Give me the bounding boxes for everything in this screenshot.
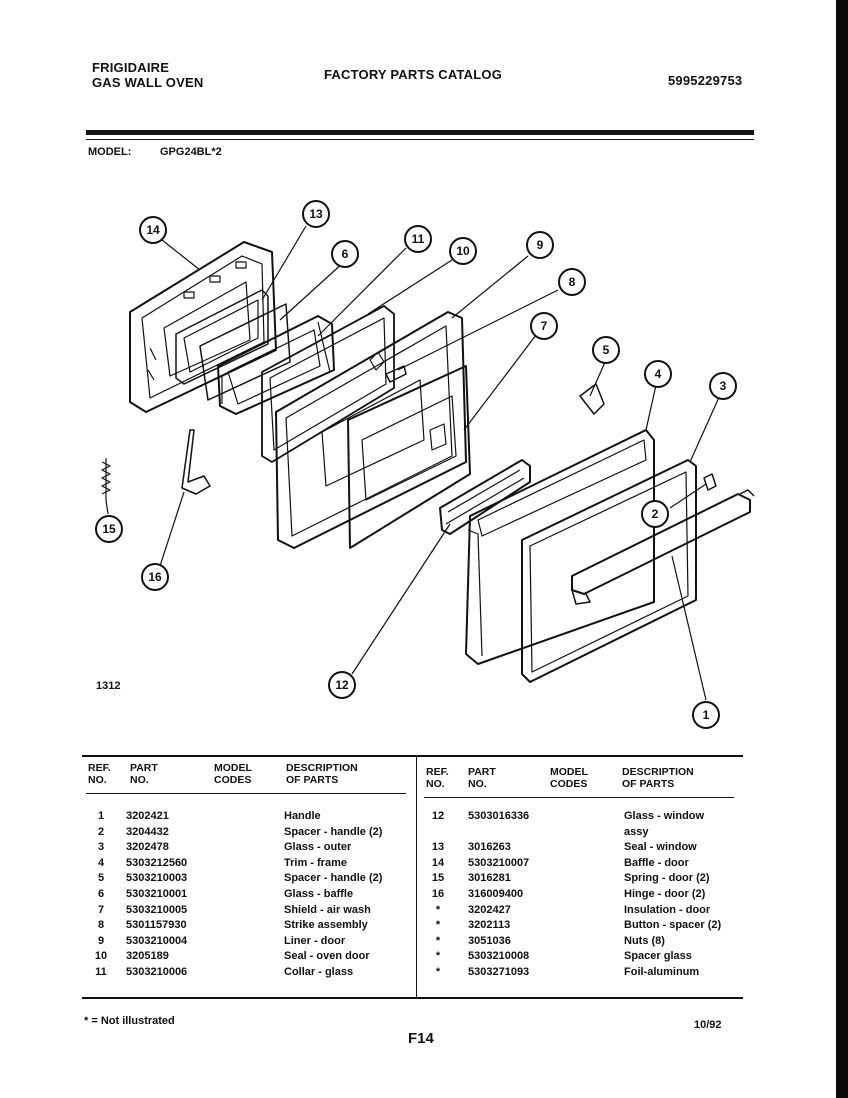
catalog-title: FACTORY PARTS CATALOG [324,67,503,82]
scan-edge [836,0,848,1098]
table-row: 3 [97,841,105,854]
callout-12: 12 [335,678,349,692]
table-row: 9 [97,934,105,947]
table-row: 8 [97,919,105,932]
callout-15: 15 [102,522,116,536]
table-row: 10 [94,950,108,963]
header-underline-left [86,793,406,794]
hdr-ref-left: REF.NO. [88,762,111,786]
part-spacer-handle [703,473,717,491]
header-rule-thin [86,139,754,140]
callout-1: 1 [703,708,710,722]
callout-10: 10 [456,244,470,258]
left-ref-column: 1 2 3 4 5 6 7 8 9 10 11 [94,809,108,981]
callout-11: 11 [412,232,425,246]
table-row: 7 [97,903,105,916]
part-strike-assembly [385,365,407,383]
part-glass-window [439,459,531,535]
revision-date: 10/92 [694,1019,722,1031]
part-liner-door [275,311,467,549]
header-underline-right [424,797,734,798]
part-glass-baffle [199,303,291,401]
model-value: GPG24BL*2 [160,146,222,158]
part-seal-window [175,289,269,385]
exploded-door-diagram: 1 2 3 4 5 6 7 8 9 10 11 12 13 14 15 16 [95,200,755,729]
table-row: 6 [97,887,105,900]
callout-3: 3 [720,379,727,393]
part-shield-air-wash [347,365,471,549]
callout-6: 6 [342,247,349,261]
callout-2: 2 [652,507,659,521]
brand-name: FRIGIDAIRE [92,60,170,75]
table-row: 4 [97,856,105,869]
table-row: 1 [97,810,105,822]
callout-4: 4 [655,367,662,381]
callout-7: 7 [541,319,548,333]
part-trim-frame [465,429,655,665]
callout-5: 5 [603,343,610,357]
callout-14: 14 [146,223,160,237]
callout-13: 13 [309,207,323,221]
part-baffle-door [129,241,277,413]
page-number: F14 [408,1030,434,1047]
part-seal-oven-door [261,305,395,463]
table-row: 11 [95,965,107,978]
part-glass-outer [521,459,697,683]
not-illustrated-note: * = Not illustrated [84,1015,175,1027]
hdr-ref-right: REF.NO. [426,766,449,790]
table-row: 5 [97,872,105,885]
model-label: MODEL: [88,146,132,158]
figure-number: 1312 [96,680,121,692]
callout-8: 8 [569,275,576,289]
brand-block: FRIGIDAIRE GAS WALL OVEN [92,60,203,90]
table-divider [416,757,417,997]
table-row: 2 [97,825,105,838]
part-hinge-door [181,429,211,495]
header-rule-thick [86,130,754,135]
callout-9: 9 [537,238,544,252]
product-name: GAS WALL OVEN [92,75,204,90]
part-spacer-handle-small [579,383,605,415]
callout-16: 16 [148,570,162,584]
catalog-number: 5995229753 [668,73,743,88]
part-collar-glass [217,315,335,415]
